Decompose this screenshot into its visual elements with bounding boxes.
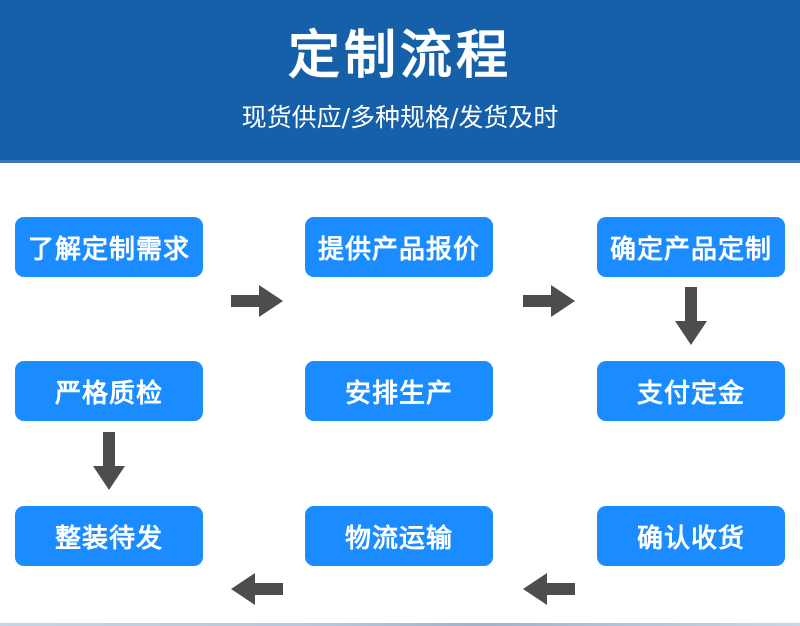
- banner-bottom-rule: [0, 160, 800, 163]
- flow-node-provide-quotation[interactable]: 提供产品报价: [305, 217, 493, 277]
- page-title: 定制流程: [287, 26, 512, 87]
- flow-node-logistics-transport[interactable]: 物流运输: [305, 506, 493, 566]
- flow-node-strict-quality-inspection[interactable]: 严格质检: [15, 361, 203, 421]
- flow-node-pay-deposit[interactable]: 支付定金: [597, 361, 785, 421]
- flow-node-confirm-customization[interactable]: 确定产品定制: [597, 217, 785, 277]
- arrow-down-icon: [674, 287, 708, 345]
- flow-diagram: 了解定制需求 提供产品报价 确定产品定制 严格质检: [0, 163, 800, 613]
- arrow-left-icon: [523, 572, 575, 606]
- flow-node-confirm-receipt[interactable]: 确认收货: [597, 506, 785, 566]
- arrow-right-icon: [523, 284, 575, 318]
- banner-header: 定制流程 现货供应/多种规格/发货及时: [0, 0, 800, 163]
- flow-node-understand-requirements[interactable]: 了解定制需求: [15, 217, 203, 277]
- arrow-left-icon: [231, 572, 283, 606]
- banner-subtitle: 现货供应/多种规格/发货及时: [241, 102, 559, 132]
- flow-row-3: 整装待发 物流运输 确认收货: [0, 506, 800, 566]
- arrow-down-icon: [92, 432, 126, 490]
- flow-row-2: 严格质检 安排生产 支付定金: [0, 361, 800, 605]
- flow-node-ready-for-shipment[interactable]: 整装待发: [15, 506, 203, 566]
- flow-node-arrange-production[interactable]: 安排生产: [305, 361, 493, 421]
- page-bottom-edge: [0, 623, 800, 626]
- arrow-right-icon: [231, 284, 283, 318]
- flow-row-1: 了解定制需求 提供产品报价 确定产品定制: [0, 217, 800, 317]
